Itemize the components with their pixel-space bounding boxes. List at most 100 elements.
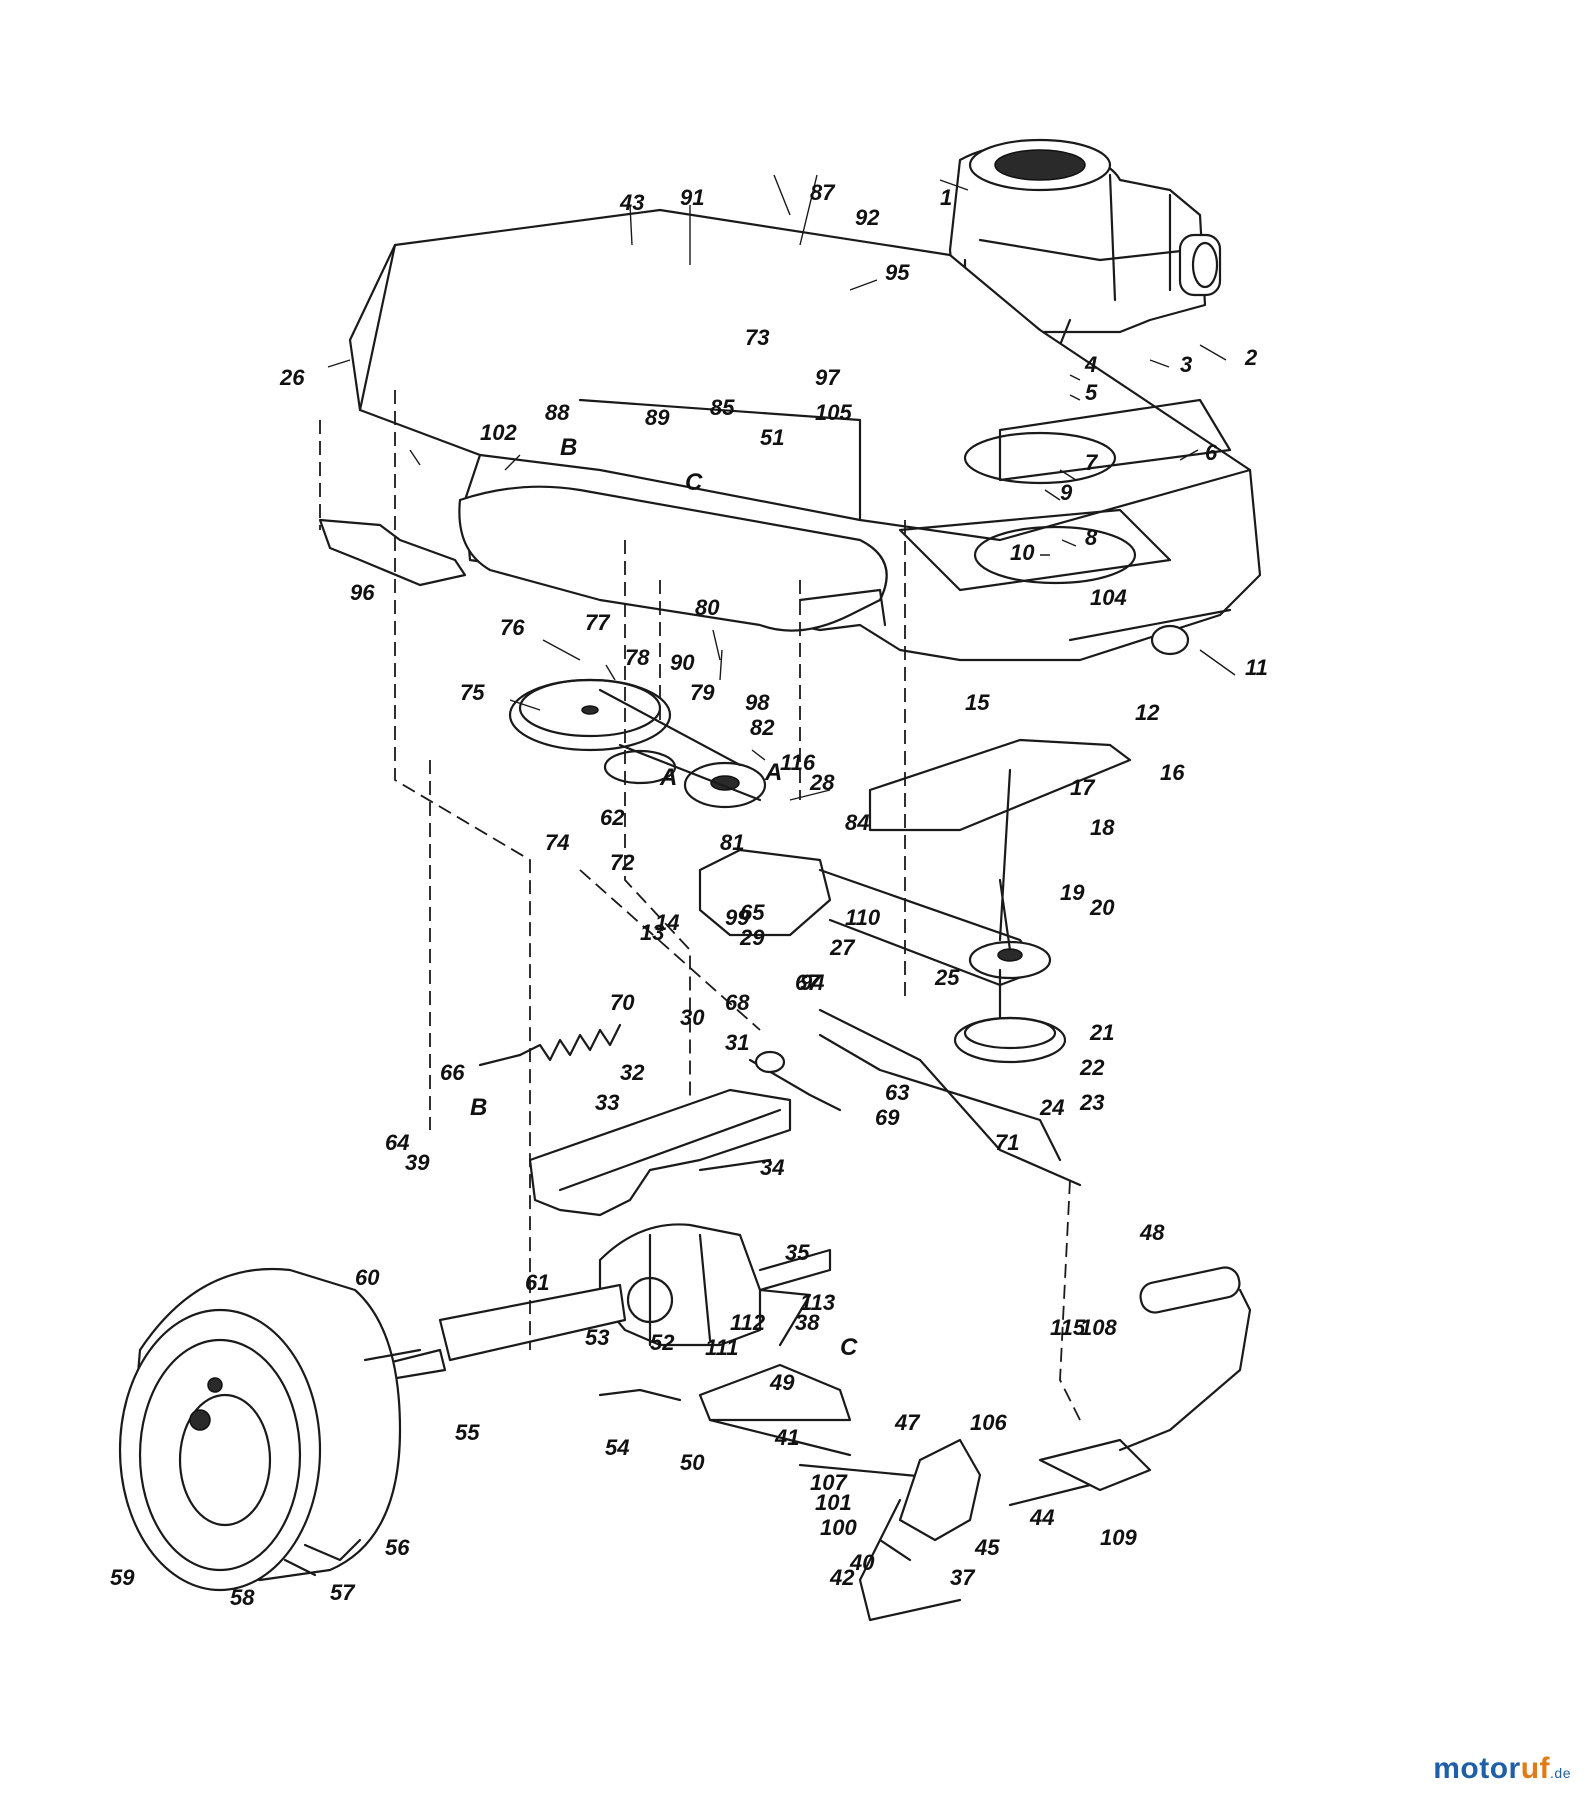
reference-letter-C: C: [840, 1334, 858, 1361]
callout-73: 73: [745, 325, 769, 350]
callout-80: 80: [695, 595, 720, 620]
callout-84: 84: [845, 810, 869, 835]
callout-8: 8: [1085, 525, 1098, 550]
callout-20: 20: [1089, 895, 1115, 920]
callout-82: 82: [750, 715, 775, 740]
callout-89: 89: [645, 405, 670, 430]
callout-79: 79: [690, 680, 715, 705]
callout-90: 90: [670, 650, 695, 675]
callout-3: 3: [1180, 352, 1192, 377]
callout-60: 60: [355, 1265, 380, 1290]
callout-88: 88: [545, 400, 570, 425]
callout-57: 57: [330, 1580, 356, 1605]
spring-66: [478, 1023, 622, 1067]
callout-37: 37: [950, 1565, 976, 1590]
callout-65: 65: [740, 900, 765, 925]
callout-70: 70: [610, 990, 635, 1015]
callout-109: 109: [1100, 1525, 1137, 1550]
callout-67: 67: [795, 970, 821, 995]
callout-49: 49: [769, 1370, 795, 1395]
callout-41: 41: [774, 1425, 799, 1450]
callout-leaders: [327, 174, 1236, 801]
callout-87: 87: [810, 180, 836, 205]
callout-56: 56: [385, 1535, 410, 1560]
callout-42: 42: [829, 1565, 855, 1590]
callout-76: 76: [500, 615, 525, 640]
bracket-16: [868, 738, 1132, 952]
callout-66: 66: [440, 1060, 465, 1085]
callout-7: 7: [1085, 450, 1099, 475]
rear-wheel: [118, 1267, 422, 1592]
callout-92: 92: [855, 205, 880, 230]
callout-105: 105: [815, 400, 852, 425]
callout-111: 111: [705, 1335, 738, 1360]
watermark-tld: .de: [1550, 1765, 1571, 1781]
callout-64: 64: [385, 1130, 409, 1155]
callout-101: 101: [815, 1490, 852, 1515]
callout-62: 62: [600, 805, 625, 830]
callout-27: 27: [829, 935, 856, 960]
reference-letter-B: B: [470, 1094, 487, 1121]
reference-letter-C-alt: C: [685, 469, 703, 496]
drive-pulleys: [508, 678, 767, 809]
callout-104: 104: [1090, 585, 1127, 610]
callout-38: 38: [795, 1310, 820, 1335]
callout-43: 43: [619, 190, 644, 215]
callout-116: 116: [780, 750, 816, 775]
callout-24: 24: [1039, 1095, 1064, 1120]
engine: [948, 138, 1222, 347]
watermark-part1: motor: [1433, 1752, 1521, 1785]
callout-44: 44: [1029, 1505, 1054, 1530]
callout-59: 59: [110, 1565, 135, 1590]
callout-17: 17: [1070, 775, 1096, 800]
chassis-frame: [348, 208, 1262, 662]
callout-74: 74: [545, 830, 569, 855]
callout-58: 58: [230, 1585, 255, 1610]
callout-39: 39: [405, 1150, 430, 1175]
callout-35: 35: [785, 1240, 810, 1265]
callout-22: 22: [1079, 1055, 1105, 1080]
callout-107: 107: [810, 1470, 848, 1495]
callout-28: 28: [809, 770, 835, 795]
callout-19: 19: [1060, 880, 1085, 905]
callout-13: 13: [640, 920, 664, 945]
callout-99: 99: [725, 905, 750, 930]
callout-33: 33: [595, 1090, 619, 1115]
reference-letter-A-alt: A: [659, 764, 677, 791]
callout-106: 106: [970, 1410, 1007, 1435]
callout-1: 1: [940, 185, 952, 210]
callout-54: 54: [605, 1435, 629, 1460]
callout-23: 23: [1079, 1090, 1104, 1115]
callout-75: 75: [460, 680, 485, 705]
callout-29: 29: [739, 925, 765, 950]
callout-78: 78: [625, 645, 650, 670]
callout-61: 61: [525, 1270, 549, 1295]
callout-113: 113: [800, 1290, 835, 1315]
callout-52: 52: [650, 1330, 675, 1355]
callout-53: 53: [585, 1325, 609, 1350]
callout-14: 14: [655, 910, 679, 935]
assembly-lines: [319, 390, 1081, 1421]
callout-31: 31: [725, 1030, 749, 1055]
callout-85: 85: [710, 395, 735, 420]
callout-51: 51: [760, 425, 784, 450]
callout-81: 81: [720, 830, 744, 855]
callout-112: 112: [730, 1310, 766, 1335]
callout-63: 63: [885, 1080, 909, 1105]
callout-5: 5: [1085, 380, 1098, 405]
callout-9: 9: [1060, 480, 1073, 505]
bracket-96: [318, 518, 467, 587]
callout-40: 40: [849, 1550, 875, 1575]
callout-102: 102: [480, 420, 517, 445]
callout-100: 100: [820, 1515, 857, 1540]
watermark-part2: uf: [1520, 1752, 1551, 1785]
callout-18: 18: [1090, 815, 1115, 840]
callout-77: 77: [585, 610, 611, 635]
callout-95: 95: [885, 260, 910, 285]
callout-45: 45: [974, 1535, 1000, 1560]
callout-47: 47: [894, 1410, 921, 1435]
callout-91: 91: [680, 185, 704, 210]
callout-2: 2: [1244, 345, 1258, 370]
reference-letter-B-alt: B: [560, 434, 577, 461]
